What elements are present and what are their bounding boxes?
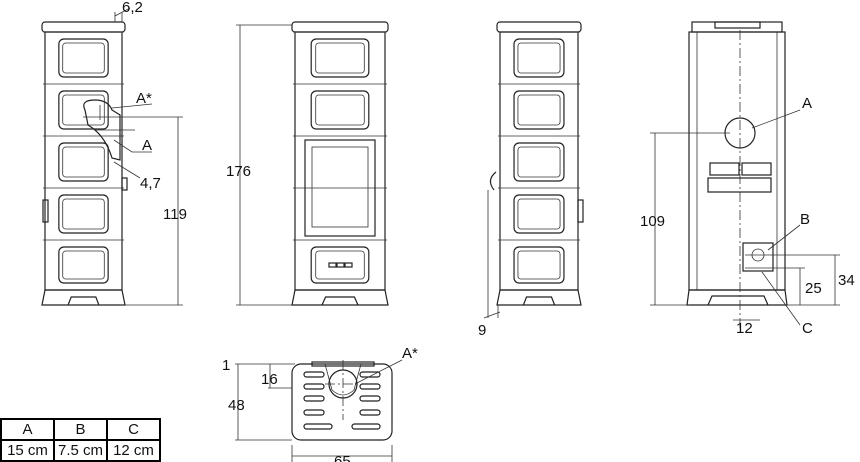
dim-height-176: 176 [226,163,251,180]
dim-25: 25 [805,280,822,297]
tile-panel [513,90,565,130]
table-value-b: 7.5 cm [53,439,108,462]
vent-slot [303,383,325,390]
label-a-star-top: A* [402,345,418,362]
dim-depth-9: 9 [478,322,486,339]
tile-panel [310,38,370,78]
tile-panel [513,246,565,284]
vent-slot [351,423,381,430]
dim-height-109: 109 [640,213,665,230]
vent-slot [359,371,381,378]
front-view [291,21,389,306]
vent-slot [359,383,381,390]
table-value-a: 15 cm [0,439,55,462]
tile-panel [58,142,109,182]
vent-slot [303,409,325,416]
dim-34: 34 [838,272,855,289]
tile-panel [513,38,565,78]
tile-panel [58,38,109,78]
tile-panel [310,246,370,284]
back-view-annotations: 109 A B C 34 25 12 [640,95,855,337]
dim-top: 6,2 [122,0,143,16]
vent-slot [303,423,333,430]
dim-65: 65 [334,453,351,462]
side-view-right [496,21,582,306]
vent-slot [359,409,381,416]
front-view-annotations: 176 [226,24,292,306]
table-header-c: C [106,418,161,441]
dim-12: 12 [736,320,753,337]
table-value-c: 12 cm [106,439,161,462]
label-b: B [800,211,810,228]
label-a-star: A* [136,90,152,107]
air-inlet-b [742,242,774,272]
side-view-right-annotations: 9 [478,171,584,339]
table-header-a: A [0,418,55,441]
tile-panel [58,90,109,130]
tile-panel [310,90,370,130]
label-a-back: A [802,95,812,112]
side-view-left [41,21,126,306]
vent-slot [359,395,381,402]
dim-height-119: 119 [163,206,187,223]
dim-1: 1 [222,357,230,374]
dim-48: 48 [228,397,245,414]
tile-panel [58,246,109,284]
label-c: C [802,320,813,337]
tile-panel [513,142,565,182]
table-header-b: B [53,418,108,441]
top-view: 1 16 48 65 A* [222,345,418,462]
dim-offset: 4,7 [140,175,161,192]
dimensions-table: A B C 15 cm 7.5 cm 12 cm [0,418,161,462]
vent-slot [303,371,325,378]
back-view [686,21,790,330]
label-a: A [142,137,152,154]
tile-panel [58,194,109,234]
tile-panel [513,194,565,234]
side-view-left-annotations: 6,2 A* A 4,7 119 [42,0,187,306]
vent-slot [303,395,325,402]
dim-16: 16 [261,371,278,388]
fire-door [304,139,376,237]
